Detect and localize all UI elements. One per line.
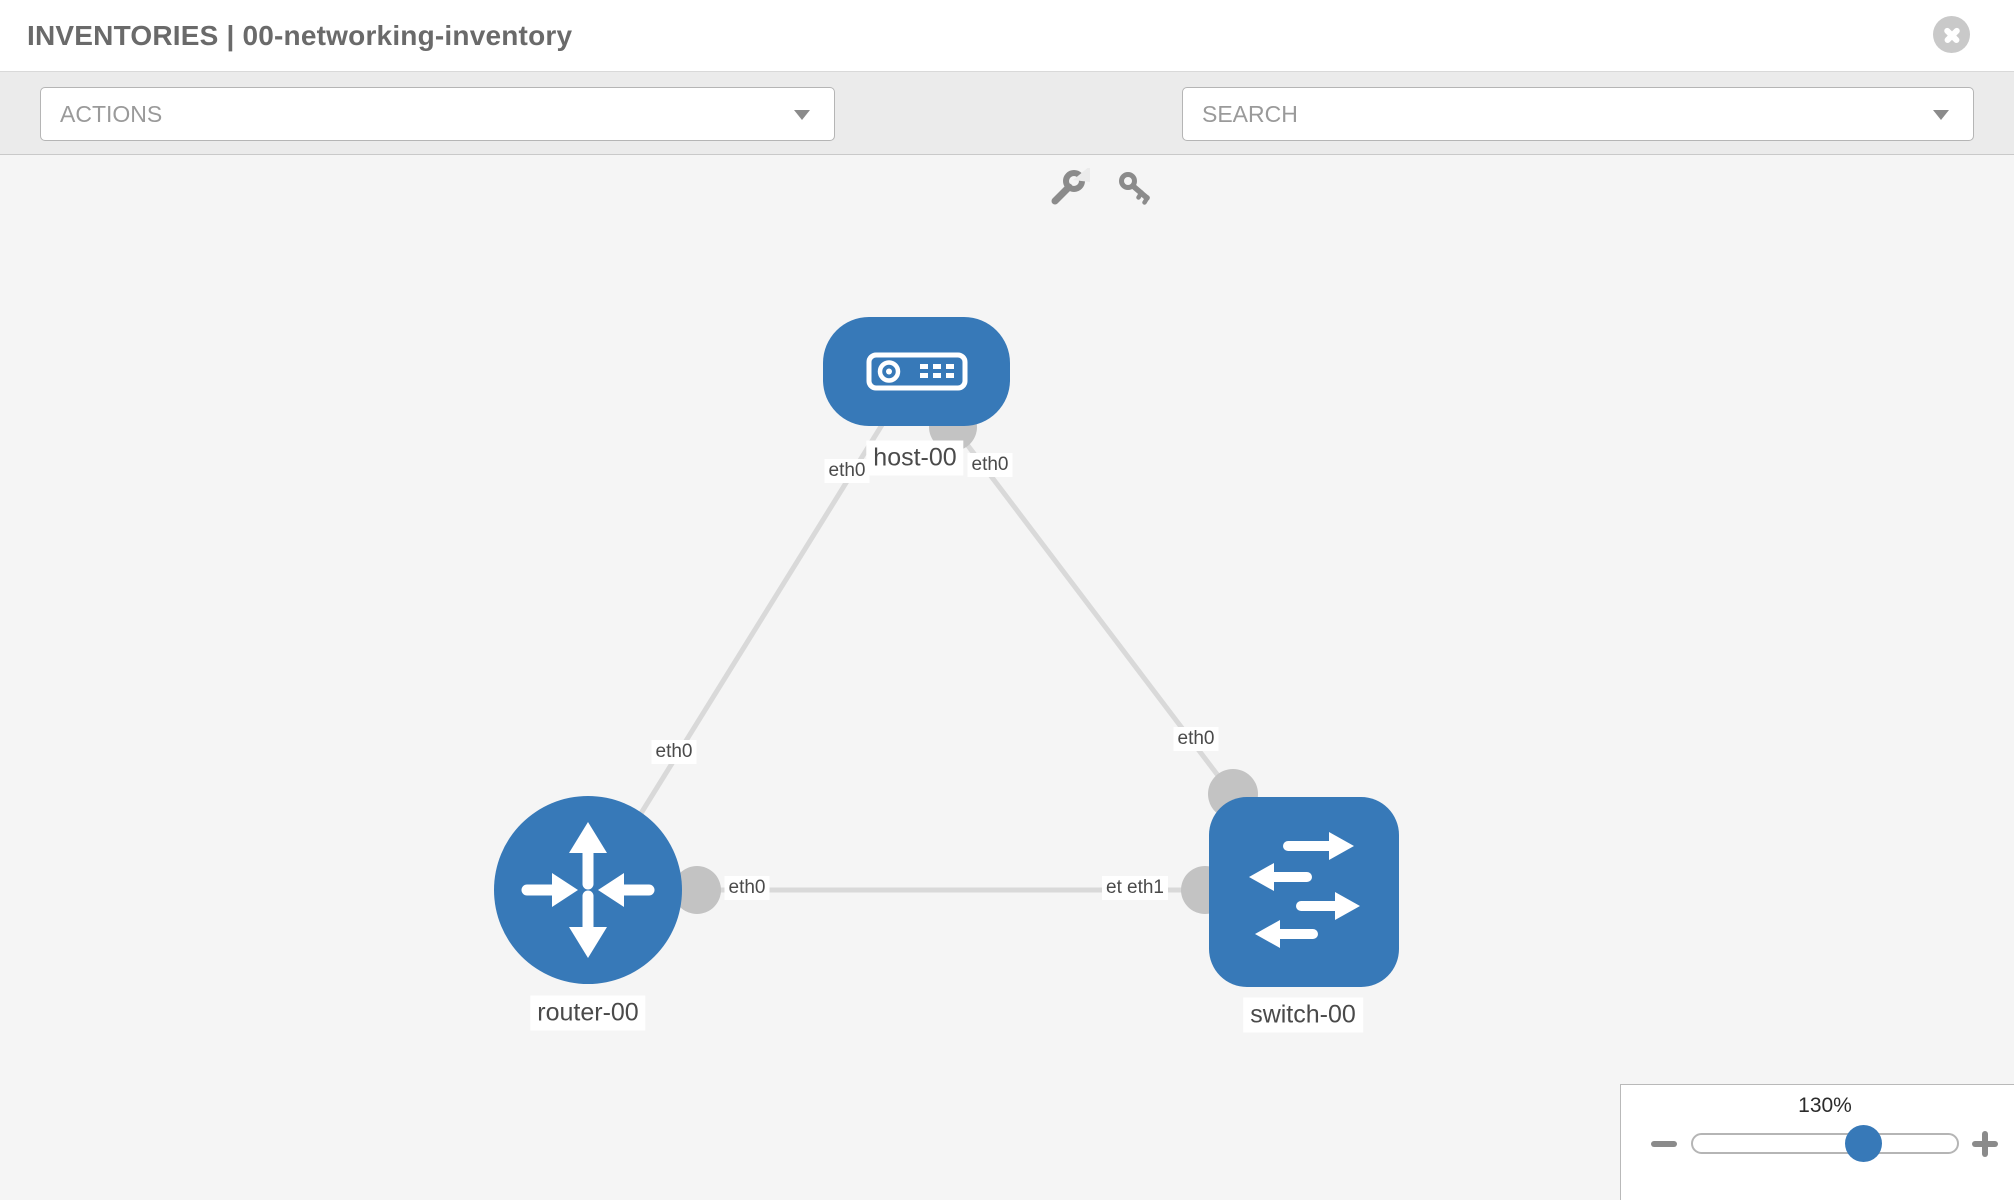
close-button[interactable] [1933,16,1970,53]
iface-label-router-right: eth0 [724,876,770,900]
node-switch[interactable] [1209,797,1399,987]
zoom-slider-knob[interactable] [1845,1125,1882,1162]
zoom-out-button[interactable] [1647,1127,1681,1161]
iface-label-front: eth1 [1123,876,1168,900]
chevron-down-icon [794,110,810,120]
credentials-button[interactable] [1114,168,1158,208]
zoom-level: 130% [1798,1094,1852,1117]
iface-label-host-right: eth0 [967,453,1013,477]
node-label-switch: switch-00 [1243,997,1363,1033]
toolbar: ACTIONS SEARCH [0,72,2014,205]
node-label-router: router-00 [530,995,646,1031]
zoom-panel: 130% [1620,1084,2014,1200]
header: INVENTORIES | 00-networking-inventory [0,0,2014,72]
iface-label-clipped: eth0 [1102,876,1125,900]
minus-icon [1651,1141,1677,1147]
iface-label-router-top: eth0 [651,740,697,764]
actions-dropdown[interactable]: ACTIONS [40,87,835,141]
wrench-icon [1051,168,1090,205]
port-circle-router [673,866,721,914]
node-host[interactable] [823,317,1010,426]
node-router[interactable] [494,796,682,984]
search-dropdown[interactable]: SEARCH [1182,87,1974,141]
iface-label-switch-left: eth0 eth1 [1102,876,1168,902]
iface-label-switch-top: eth0 [1173,727,1219,751]
router-icon [521,822,655,958]
switch-icon [1249,832,1360,948]
zoom-in-button[interactable] [1968,1127,2002,1161]
page-title: INVENTORIES | 00-networking-inventory [27,20,573,51]
node-label-host: host-00 [866,440,964,476]
key-icon [1119,172,1150,205]
iface-label-host-left: eth0 [824,459,870,483]
zoom-slider-track[interactable] [1691,1133,1959,1154]
topology-svg [494,317,1399,987]
topology-canvas[interactable]: host-00 router-00 switch-00 eth0 eth0 et… [0,155,2014,1200]
configure-button[interactable] [1046,168,1090,208]
actions-dropdown-label: ACTIONS [60,101,163,127]
host-icon [866,352,968,391]
close-icon [1942,25,1961,44]
search-dropdown-label: SEARCH [1202,101,1298,127]
chevron-down-icon [1933,110,1949,120]
